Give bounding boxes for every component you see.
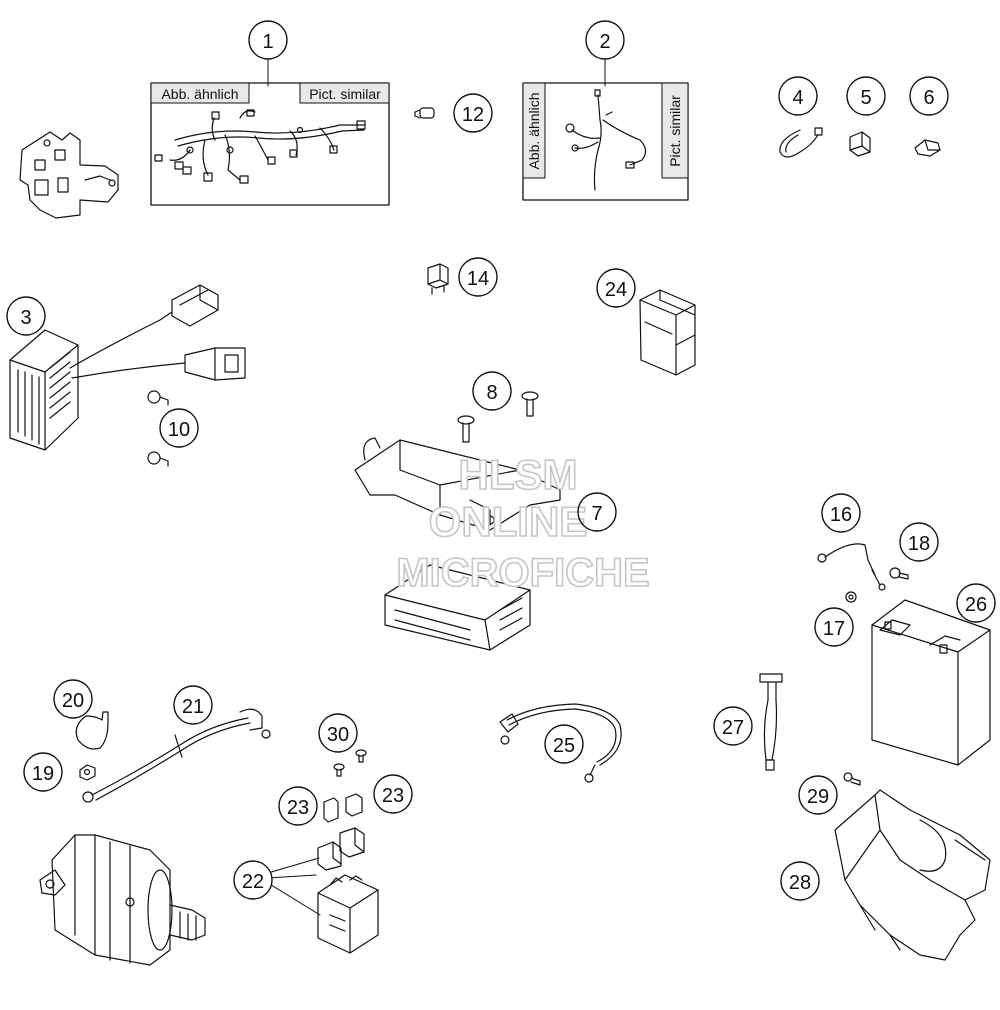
callout-10-number: 10	[168, 419, 190, 441]
starter-relay	[317, 874, 379, 954]
callout-6[interactable]: 6	[909, 76, 949, 116]
wiring-harness-drawing	[154, 109, 366, 184]
callout-14[interactable]: 14	[458, 257, 498, 297]
callout-8[interactable]: 8	[472, 371, 512, 411]
callout-3-number: 3	[20, 307, 31, 329]
callout-1[interactable]: 1	[248, 20, 288, 60]
hex-nut	[79, 764, 96, 781]
starter-cable	[82, 708, 271, 803]
callout-25[interactable]: 25	[544, 724, 584, 764]
callout-24[interactable]: 24	[596, 268, 636, 308]
callout-21-number: 21	[182, 696, 204, 718]
box1-right-label: Pict. similar	[309, 86, 381, 102]
callout-18[interactable]: 18	[899, 522, 939, 562]
callout-5-number: 5	[860, 87, 871, 109]
mounting-bracket	[19, 131, 119, 219]
callout-7-number: 7	[591, 503, 602, 525]
ground-cable	[817, 543, 886, 591]
callout-23-right-number: 23	[382, 785, 404, 807]
lock-washer	[845, 591, 857, 603]
fuse-holders	[317, 827, 365, 871]
callout-27[interactable]: 27	[713, 706, 753, 746]
callout-1-number: 1	[262, 31, 273, 53]
watermark-line-2: ONLINE	[429, 498, 588, 545]
callout-4[interactable]: 4	[778, 76, 818, 116]
callout-22[interactable]: 22	[233, 860, 273, 900]
callout-3[interactable]: 3	[6, 296, 46, 336]
box2-right-label: Pict. similar	[667, 95, 683, 167]
callout-2[interactable]: 2	[585, 20, 625, 60]
callout-29[interactable]: 29	[798, 775, 838, 815]
watermark: HLSM ONLINE MICROFICHE	[396, 450, 651, 596]
fuse-left	[323, 797, 339, 823]
relay-block	[639, 289, 696, 376]
callouts: 1 2 3 4 5 6 7 8 10 12 14 16 17 18 19 20 …	[6, 20, 996, 901]
sub-harness-box	[522, 82, 689, 201]
callout-7[interactable]: 7	[577, 492, 617, 532]
callout-27-number: 27	[722, 717, 744, 739]
small-connector	[427, 263, 449, 295]
wiring-harness-box	[150, 82, 390, 206]
leader-lines	[267, 57, 606, 916]
callout-14-number: 14	[467, 268, 489, 290]
callout-24-number: 24	[605, 279, 627, 301]
callout-29-number: 29	[807, 786, 829, 808]
callout-28-number: 28	[789, 872, 811, 894]
terminal-cap	[75, 711, 109, 750]
callout-8-number: 8	[486, 382, 497, 404]
callout-23-right[interactable]: 23	[373, 774, 413, 814]
watermark-line-3: MICROFICHE	[396, 551, 649, 595]
callout-22-number: 22	[242, 871, 264, 893]
voltage-regulator	[9, 284, 246, 451]
callout-25-number: 25	[553, 735, 575, 757]
battery-cable	[499, 703, 622, 783]
callout-26[interactable]: 26	[956, 583, 996, 623]
callout-21[interactable]: 21	[173, 685, 213, 725]
small-bolt	[843, 772, 861, 786]
relay-screws	[333, 749, 367, 777]
callout-16-number: 16	[830, 504, 852, 526]
battery-strap	[759, 673, 783, 771]
callout-2-number: 2	[599, 31, 610, 53]
box1-left-label: Abb. ähnlich	[161, 86, 238, 102]
callout-19[interactable]: 19	[23, 752, 63, 792]
callout-26-number: 26	[965, 594, 987, 616]
screw-pair	[147, 390, 169, 467]
callout-28[interactable]: 28	[780, 861, 820, 901]
cable-tie	[779, 127, 823, 158]
sub-harness-drawing	[565, 89, 647, 191]
battery	[871, 599, 991, 766]
callout-10[interactable]: 10	[159, 408, 199, 448]
cable-clip	[849, 131, 871, 157]
watermark-line-1: HLSM	[459, 451, 578, 498]
callout-20-number: 20	[62, 690, 84, 712]
bulb	[414, 107, 435, 119]
callout-23-left[interactable]: 23	[278, 786, 318, 826]
callout-4-number: 4	[792, 87, 803, 109]
callout-20[interactable]: 20	[53, 679, 93, 719]
callout-12-number: 12	[462, 104, 484, 126]
callout-23-left-number: 23	[287, 797, 309, 819]
ecu-screws	[457, 391, 539, 443]
callout-19-number: 19	[32, 763, 54, 785]
callout-16[interactable]: 16	[821, 493, 861, 533]
callout-17-number: 17	[823, 618, 845, 640]
callout-6-number: 6	[923, 87, 934, 109]
box2-left-label: Abb. ähnlich	[526, 92, 542, 169]
ecu-holder	[354, 437, 561, 531]
starter-motor	[39, 834, 206, 966]
callout-30-number: 30	[327, 724, 349, 746]
holder-clip	[914, 139, 941, 157]
fuse-right	[345, 793, 363, 817]
callout-12[interactable]: 12	[453, 93, 493, 133]
callout-5[interactable]: 5	[846, 76, 886, 116]
callout-18-number: 18	[908, 533, 930, 555]
battery-holder	[834, 789, 991, 961]
battery-bolt	[889, 567, 909, 580]
callout-17[interactable]: 17	[814, 607, 854, 647]
callout-30[interactable]: 30	[318, 713, 358, 753]
ecu-unit	[384, 564, 531, 651]
